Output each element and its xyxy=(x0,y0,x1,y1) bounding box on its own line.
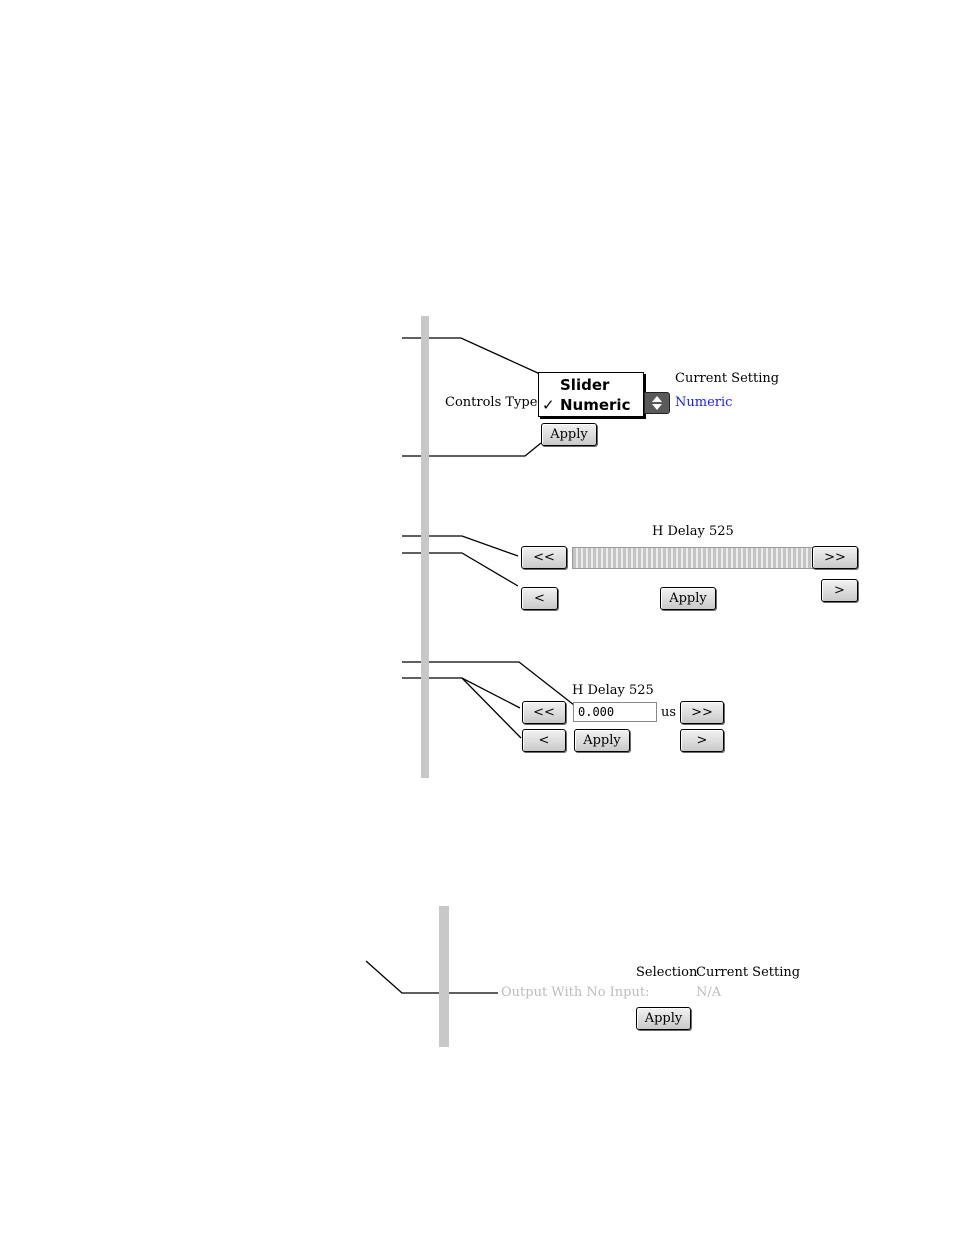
slider-fine-increment-button[interactable]: > xyxy=(821,579,858,602)
slider-coarse-decrement-button[interactable]: << xyxy=(521,546,567,569)
panel-gutter-bottom xyxy=(439,906,449,1047)
callout-line-numeric-buttons-b xyxy=(461,677,522,739)
selection-header: Selection xyxy=(636,965,698,980)
up-down-arrows-icon xyxy=(652,396,662,410)
numeric-apply-button[interactable]: Apply xyxy=(574,729,630,752)
numeric-fine-increment-button[interactable]: > xyxy=(680,729,724,752)
menu-item-numeric-label: Numeric xyxy=(560,396,631,414)
numeric-title: H Delay 525 xyxy=(572,683,654,698)
slider-track[interactable] xyxy=(572,547,814,569)
callout-line-numeric-buttons-a xyxy=(402,677,521,709)
menu-item-numeric[interactable]: ✓ Numeric xyxy=(539,395,643,415)
slider-fine-decrement-button[interactable]: < xyxy=(521,587,558,610)
menu-item-slider[interactable]: Slider xyxy=(539,375,643,395)
callout-line-coarse-buttons xyxy=(402,535,519,557)
output-apply-button[interactable]: Apply xyxy=(636,1007,691,1030)
output-current-setting-header: Current Setting xyxy=(696,965,801,980)
output-with-no-input-label: Output With No Input: xyxy=(501,985,650,1000)
numeric-unit-label: us xyxy=(661,705,677,720)
checkmark-icon: ✓ xyxy=(542,396,555,414)
slider-coarse-increment-button[interactable]: >> xyxy=(812,546,858,569)
controls-type-label: Controls Type: xyxy=(445,395,542,410)
controls-type-menu[interactable]: Slider ✓ Numeric xyxy=(538,372,644,417)
slider-title: H Delay 525 xyxy=(652,524,734,539)
current-setting-value: Numeric xyxy=(675,395,733,410)
panel-gutter-top xyxy=(421,316,429,778)
numeric-coarse-decrement-button[interactable]: << xyxy=(522,701,566,724)
callout-line-output-row xyxy=(365,960,498,994)
numeric-value-input[interactable] xyxy=(573,702,657,722)
slider-apply-button[interactable]: Apply xyxy=(660,587,716,610)
output-current-setting-value: N/A xyxy=(696,985,722,1000)
popup-arrows-icon[interactable] xyxy=(644,392,670,414)
menu-item-slider-label: Slider xyxy=(560,376,610,394)
numeric-fine-decrement-button[interactable]: < xyxy=(522,729,566,752)
current-setting-header: Current Setting xyxy=(675,371,780,386)
callout-line-fine-buttons xyxy=(402,552,519,587)
numeric-coarse-increment-button[interactable]: >> xyxy=(680,701,724,724)
controls-apply-button[interactable]: Apply xyxy=(541,423,597,446)
